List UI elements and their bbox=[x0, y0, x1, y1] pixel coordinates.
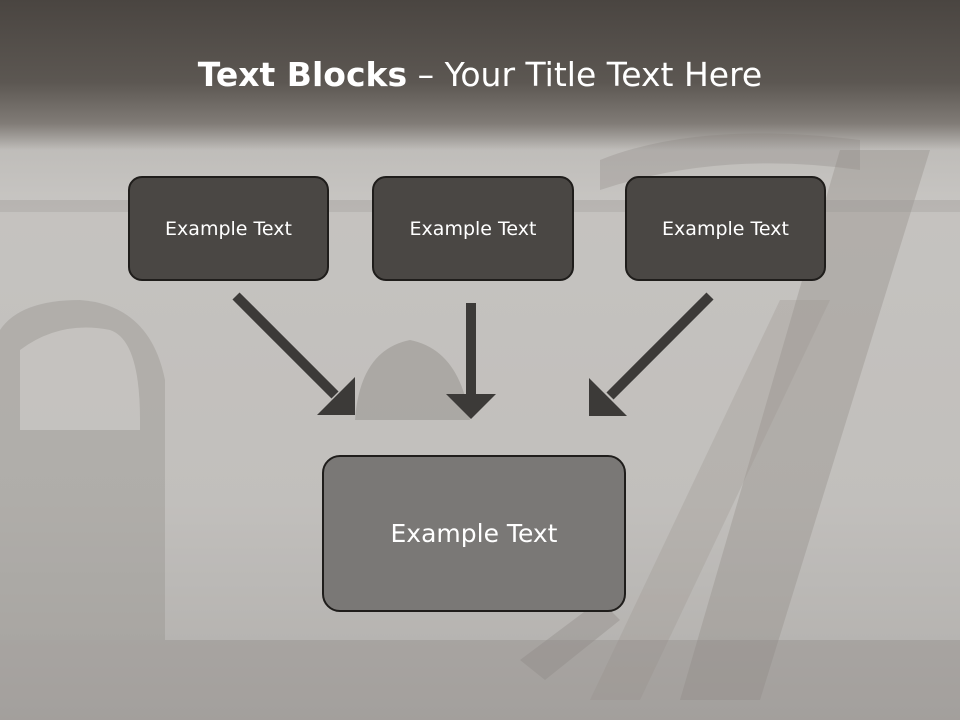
slide-title: Text Blocks – Your Title Text Here bbox=[0, 52, 960, 98]
text-block-center[interactable]: Example Text bbox=[372, 176, 574, 281]
title-separator: – bbox=[417, 55, 435, 94]
target-text-block[interactable]: Example Text bbox=[322, 455, 626, 612]
title-bold-part: Text Blocks bbox=[197, 55, 408, 94]
target-text-block-label: Example Text bbox=[390, 519, 558, 548]
text-block-right-label: Example Text bbox=[662, 217, 789, 240]
text-block-left[interactable]: Example Text bbox=[128, 176, 329, 281]
text-block-right[interactable]: Example Text bbox=[625, 176, 826, 281]
title-rest-part: Your Title Text Here bbox=[444, 55, 763, 94]
text-block-left-label: Example Text bbox=[165, 217, 292, 240]
text-block-center-label: Example Text bbox=[409, 217, 537, 240]
header-band bbox=[0, 0, 960, 150]
